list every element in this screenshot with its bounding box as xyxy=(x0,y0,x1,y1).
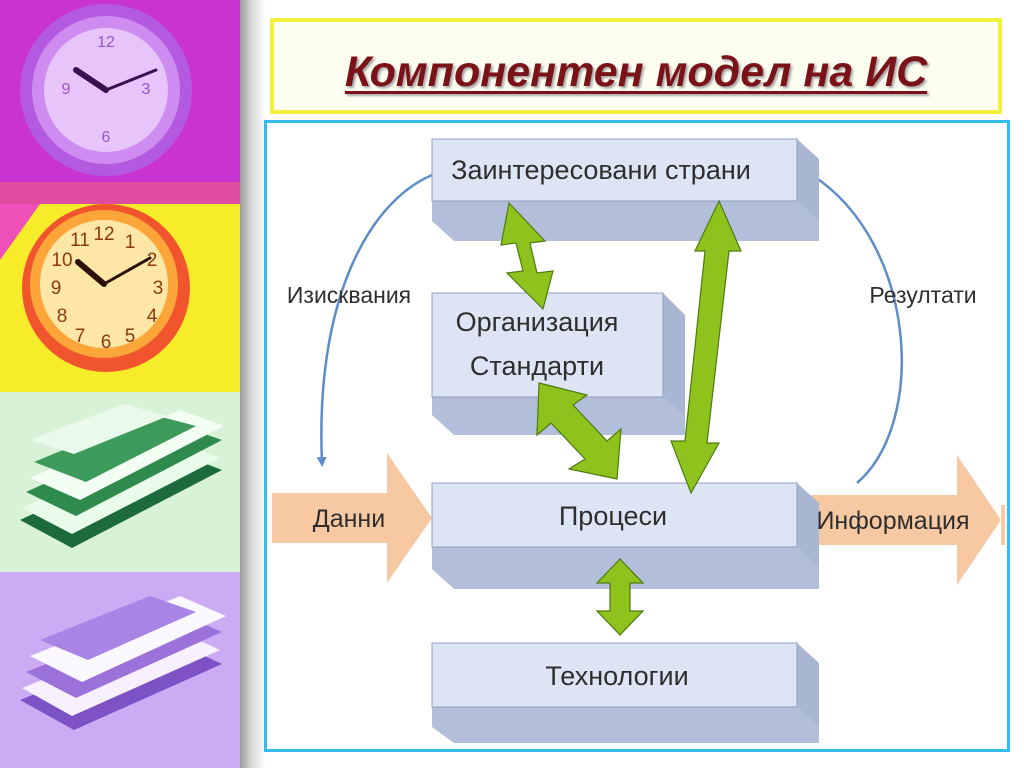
svg-text:3: 3 xyxy=(142,81,151,98)
slide-title: Компонентен модел на ИС xyxy=(344,48,928,96)
svg-text:5: 5 xyxy=(125,326,136,347)
svg-text:4: 4 xyxy=(147,306,158,327)
green-papers-image xyxy=(0,392,240,572)
svg-text:7: 7 xyxy=(75,326,86,347)
svg-text:12: 12 xyxy=(93,224,114,245)
results-arc xyxy=(808,172,903,484)
component-model-diagram: Заинтересовани страни Организация Станда… xyxy=(272,138,1005,743)
processes-technologies-arrow xyxy=(595,558,645,636)
frame-edge-arrow-tip xyxy=(1001,505,1005,545)
standards-label: Стандарти xyxy=(470,351,604,381)
title-box: Компонентен модел на ИС xyxy=(270,18,1002,114)
svg-text:9: 9 xyxy=(51,278,62,299)
data-label: Данни xyxy=(313,505,385,533)
svg-text:6: 6 xyxy=(101,332,112,353)
technologies-label: Технологии xyxy=(545,661,688,691)
processes-label: Процеси xyxy=(559,501,667,531)
svg-text:9: 9 xyxy=(62,81,71,98)
svg-text:6: 6 xyxy=(102,129,111,146)
diagram-frame: Заинтересовани страни Организация Станда… xyxy=(264,120,1010,752)
purple-papers-image xyxy=(0,572,240,768)
svg-text:10: 10 xyxy=(51,250,72,271)
information-flow-arrow xyxy=(797,455,1001,585)
svg-text:8: 8 xyxy=(57,306,68,327)
data-flow-arrow xyxy=(272,453,432,583)
requirements-label: Изисквания xyxy=(287,282,411,308)
information-label: Информация xyxy=(816,507,969,535)
technologies-box xyxy=(431,642,819,743)
svg-text:2: 2 xyxy=(147,250,158,271)
purple-clock-image: 12 3 6 9 xyxy=(0,0,240,204)
stakeholders-label: Заинтересовани страни xyxy=(451,155,751,185)
svg-text:12: 12 xyxy=(97,34,115,51)
stakeholders-processes-arrow xyxy=(670,199,742,495)
requirements-arc xyxy=(316,173,433,467)
svg-text:11: 11 xyxy=(70,230,90,251)
organization-label: Организация xyxy=(456,307,619,337)
organization-processes-arrow xyxy=(536,382,622,480)
results-label: Резултати xyxy=(869,282,976,308)
svg-text:3: 3 xyxy=(153,278,164,299)
svg-text:1: 1 xyxy=(125,232,136,253)
stakeholders-organization-arrow xyxy=(500,201,554,311)
side-shadow xyxy=(240,0,266,768)
